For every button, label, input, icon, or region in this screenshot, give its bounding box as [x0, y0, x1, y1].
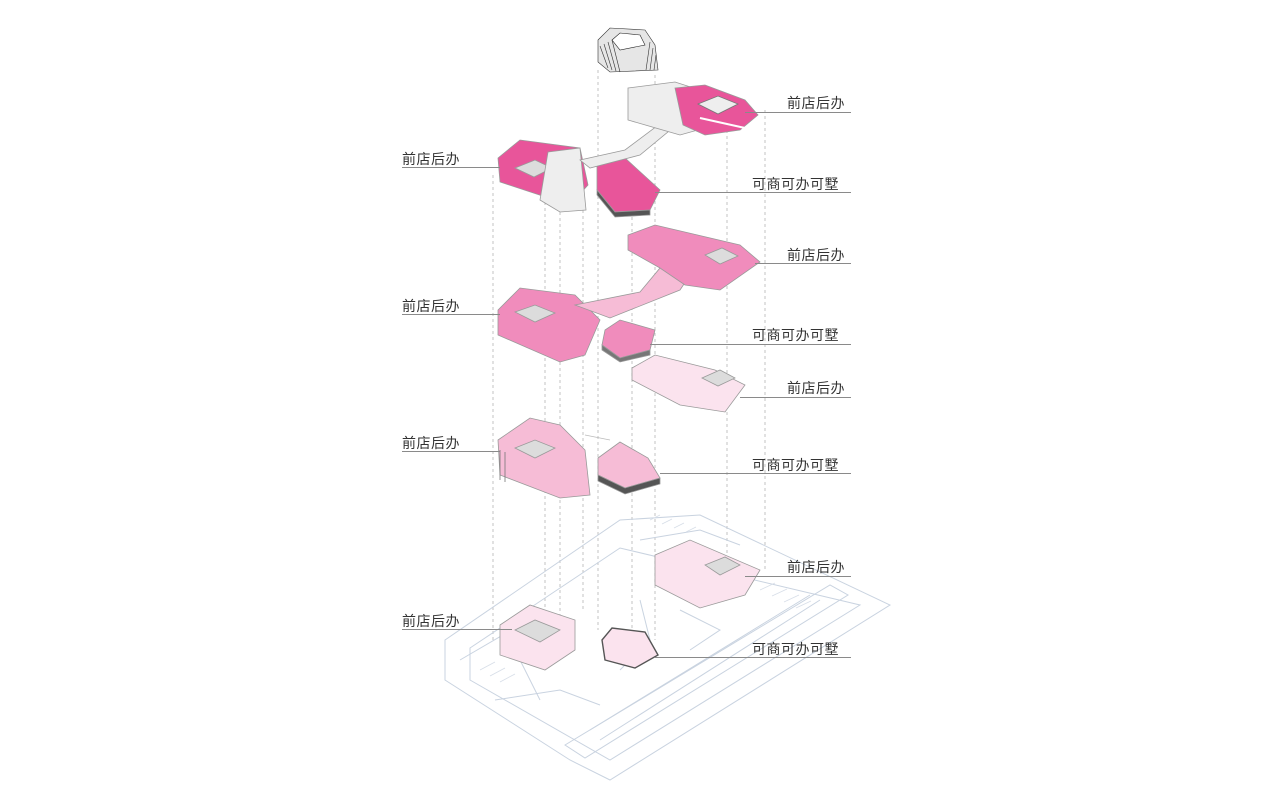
label-front-shop-back-office: 前店后办	[787, 248, 845, 264]
top-crown	[597, 27, 659, 73]
ground-blocks	[499, 539, 761, 671]
site-parking-stripes	[479, 514, 812, 683]
leader-line	[755, 263, 851, 264]
leader-line	[660, 473, 851, 474]
floor-level-2	[497, 224, 761, 413]
label-front-shop-back-office: 前店后办	[402, 152, 460, 168]
leader-line	[740, 397, 851, 398]
label-front-shop-back-office: 前店后办	[787, 381, 845, 397]
label-front-shop-back-office: 前店后办	[402, 436, 460, 452]
leader-line	[655, 192, 851, 193]
leader-line	[402, 314, 500, 315]
leader-line	[402, 167, 500, 168]
floor-level-1	[497, 81, 759, 218]
label-front-shop-back-office: 前店后办	[402, 299, 460, 315]
leader-line	[745, 576, 851, 577]
label-front-shop-back-office: 前店后办	[787, 96, 845, 112]
label-flex-commercial-office-villa: 可商可办可墅	[752, 328, 839, 344]
label-flex-commercial-office-villa: 可商可办可墅	[752, 458, 839, 474]
label-front-shop-back-office: 前店后办	[787, 560, 845, 576]
site-plan-layer	[444, 514, 892, 781]
leader-line	[745, 112, 851, 113]
leader-line	[402, 451, 500, 452]
leader-line	[402, 629, 512, 630]
leader-line	[650, 344, 851, 345]
floor-level-3	[497, 417, 661, 499]
leader-line	[655, 657, 851, 658]
label-front-shop-back-office: 前店后办	[402, 614, 460, 630]
label-flex-commercial-office-villa: 可商可办可墅	[752, 642, 839, 658]
label-flex-commercial-office-villa: 可商可办可墅	[752, 177, 839, 193]
